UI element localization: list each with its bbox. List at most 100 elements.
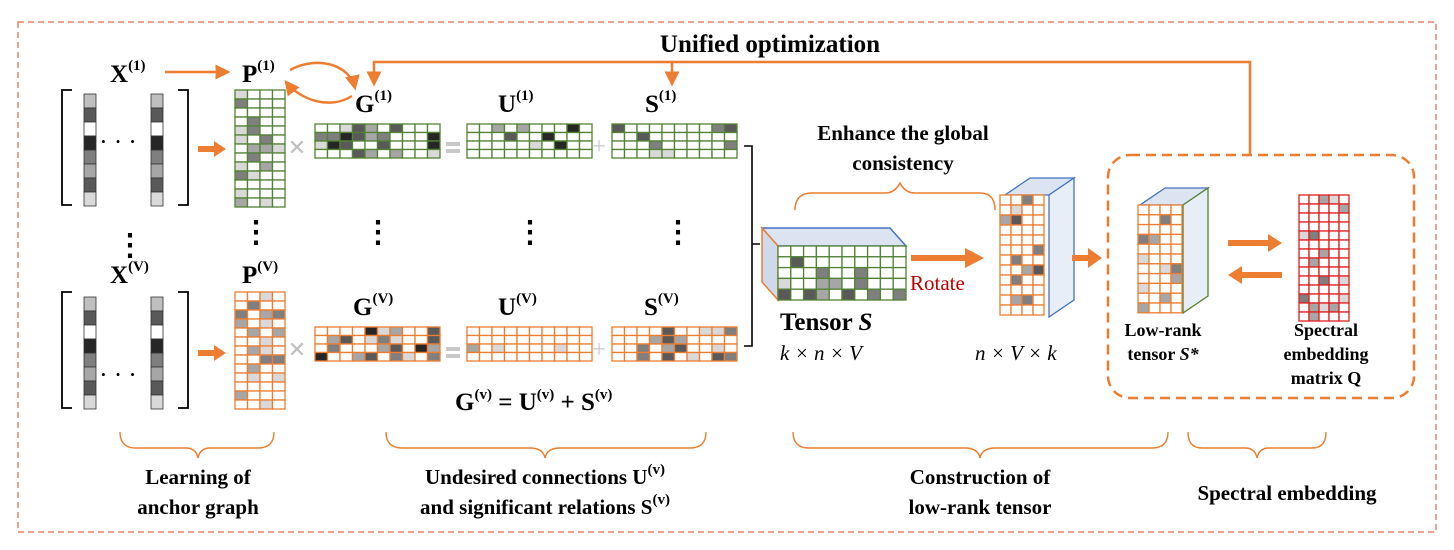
grid-cell xyxy=(503,326,518,337)
grid-cell xyxy=(841,256,856,269)
grid-cell xyxy=(999,204,1012,216)
grid-cell xyxy=(815,277,830,290)
grid-cell xyxy=(271,116,286,127)
feature-cell xyxy=(150,149,164,165)
grid-cell xyxy=(553,326,568,337)
grid-cell xyxy=(686,351,701,362)
feature-cell xyxy=(150,380,164,396)
feature-cell xyxy=(150,177,164,193)
grid-cell xyxy=(466,123,481,134)
grid-cell xyxy=(259,197,274,208)
feature-cell xyxy=(83,296,97,312)
grid-cell xyxy=(478,334,493,345)
grid-cell xyxy=(246,381,261,392)
grid-cell xyxy=(1328,230,1340,241)
feature-cell xyxy=(83,324,97,340)
grid-cell xyxy=(828,266,843,280)
grid-cell xyxy=(578,131,593,142)
grid-cell xyxy=(999,294,1012,306)
grid-cell xyxy=(879,288,894,301)
grid-cell xyxy=(326,334,341,345)
grid-cell xyxy=(271,336,286,347)
grid-cell xyxy=(503,123,518,134)
grid-cell xyxy=(271,125,286,136)
grid-cell xyxy=(686,148,701,159)
grid-cell xyxy=(1318,221,1330,232)
section2-line2: and significant relations S(v) xyxy=(420,492,670,519)
outer-dashed-border xyxy=(17,21,1437,533)
grid-cell xyxy=(1010,254,1023,266)
grid-cell xyxy=(623,326,638,337)
tensor-top-face xyxy=(760,227,908,247)
feature-cell xyxy=(150,163,164,179)
grid-cell xyxy=(623,343,638,354)
grid-cell xyxy=(553,123,568,134)
vdots-p: ⋮ xyxy=(241,216,271,249)
grid-cell xyxy=(246,197,261,208)
p1-matrix xyxy=(234,89,286,208)
section1-line1: Learning of xyxy=(145,465,252,489)
grid-cell xyxy=(364,343,379,354)
feature-cell xyxy=(83,338,97,354)
grid-cell xyxy=(1308,248,1320,259)
grid-cell xyxy=(566,123,581,134)
grid-cell xyxy=(790,266,805,280)
grid-cell xyxy=(478,131,493,142)
grid-cell xyxy=(259,372,274,383)
grid-cell xyxy=(376,123,391,134)
grid-cell xyxy=(414,131,429,142)
grid-cell xyxy=(578,140,593,151)
grid-cell xyxy=(246,179,261,190)
grid-cell xyxy=(1137,282,1150,294)
grid-cell xyxy=(661,123,676,134)
grid-cell xyxy=(259,134,274,145)
grid-cell xyxy=(999,304,1012,316)
grid-cell xyxy=(401,343,416,354)
grid-cell xyxy=(611,326,626,337)
grid-cell xyxy=(1021,244,1034,256)
grid-cell xyxy=(259,300,274,311)
grid-cell xyxy=(326,131,341,142)
grid-cell xyxy=(1170,302,1183,314)
grid-cell xyxy=(636,351,651,362)
grid-cell xyxy=(426,140,441,151)
grid-cell xyxy=(1338,212,1350,223)
grid-cell xyxy=(326,326,341,337)
grid-cell xyxy=(1328,194,1340,205)
grid-cell xyxy=(790,256,805,269)
grid-cell xyxy=(1338,194,1350,205)
grid-cell xyxy=(1338,230,1350,241)
grid-cell xyxy=(1010,194,1023,206)
grid-cell xyxy=(866,277,882,290)
grid-cell xyxy=(1328,248,1340,259)
grid-cell xyxy=(271,152,286,163)
grid-cell xyxy=(516,131,531,142)
grid-cell xyxy=(553,334,568,345)
grid-cell xyxy=(777,256,792,269)
grid-cell xyxy=(516,334,531,345)
grid-cell xyxy=(1298,239,1310,250)
grid-cell xyxy=(1021,194,1034,206)
grid-cell xyxy=(389,351,404,362)
grid-cell xyxy=(1298,284,1310,295)
grid-cell xyxy=(259,98,274,109)
grid-cell xyxy=(401,131,416,142)
grid-cell xyxy=(376,343,391,354)
grid-cell xyxy=(553,140,568,151)
x1-hdots: · · · xyxy=(99,129,136,156)
feature-cell xyxy=(150,394,164,410)
grid-cell xyxy=(892,288,907,301)
grid-cell xyxy=(686,334,701,345)
grid-cell xyxy=(636,131,651,142)
grid-cell xyxy=(271,291,286,302)
grid-cell xyxy=(389,334,404,345)
grid-cell xyxy=(686,326,701,337)
grid-cell xyxy=(234,327,249,338)
rotate-label: Rotate xyxy=(910,271,965,295)
grid-cell xyxy=(566,326,581,337)
grid-cell xyxy=(1338,275,1350,286)
grid-cell xyxy=(466,334,481,345)
grid-cell xyxy=(1159,243,1172,255)
grid-cell xyxy=(516,351,531,362)
grid-cell xyxy=(636,343,651,354)
